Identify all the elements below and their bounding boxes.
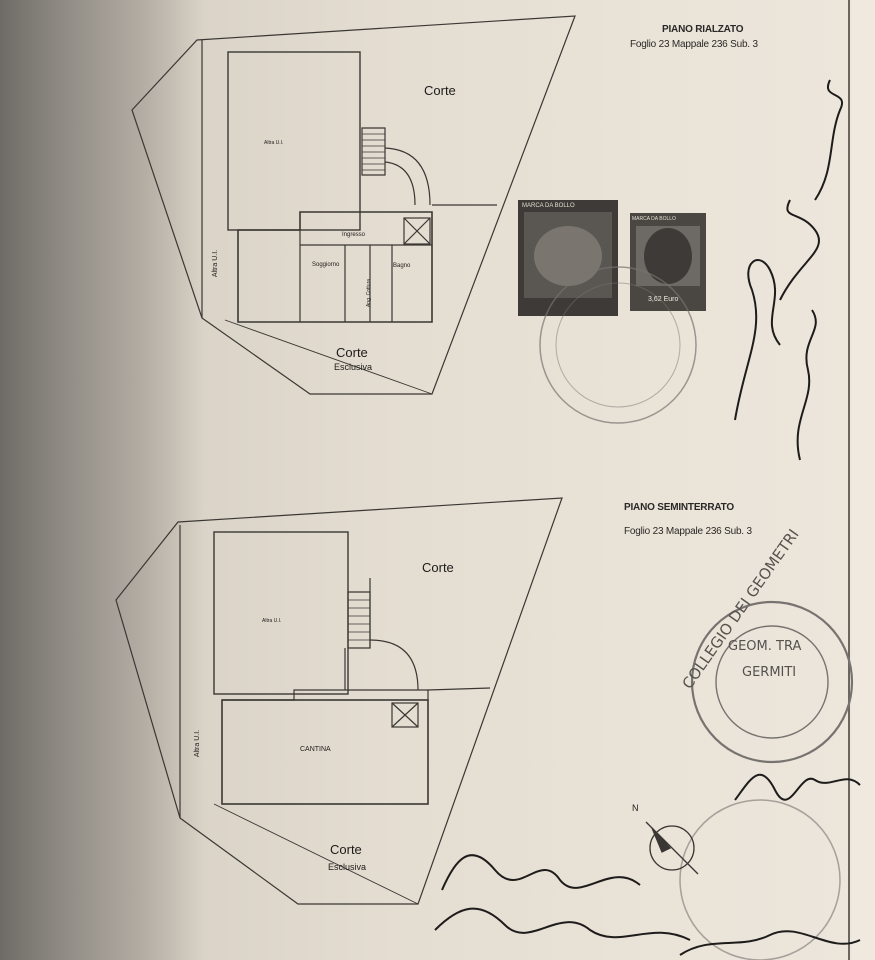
north-label: N bbox=[632, 803, 639, 813]
lower-plan-ref: Foglio 23 Mappale 236 Sub. 3 bbox=[624, 526, 752, 537]
upper-corte-top-label: Corte bbox=[424, 83, 456, 98]
lower-entry-ramp bbox=[369, 639, 419, 691]
revenue-stamps bbox=[518, 200, 706, 316]
marca-right-label: MARCA DA BOLLO bbox=[632, 216, 676, 222]
upper-plan-title: PIANO RIALZATO bbox=[662, 24, 744, 35]
north-arrow-icon bbox=[645, 821, 699, 875]
lower-cantina-walls bbox=[221, 699, 429, 805]
lower-altra-ui-label: Altra U.I. bbox=[194, 729, 202, 758]
official-seals bbox=[539, 266, 854, 960]
signature-5 bbox=[734, 773, 861, 801]
upper-entry-ramp bbox=[384, 147, 431, 206]
lower-plan-title: PIANO SEMINTERRATO bbox=[624, 502, 734, 513]
signature-2 bbox=[796, 309, 817, 461]
upper-esclusiva-label: Esclusiva bbox=[334, 362, 373, 372]
upper-bagno-label: Bagno bbox=[393, 263, 411, 269]
upper-lot-boundary bbox=[131, 15, 576, 395]
lower-esclusiva-label: Esclusiva bbox=[328, 862, 367, 872]
lower-cantina-label: CANTINA bbox=[300, 746, 331, 753]
signature-8 bbox=[679, 930, 861, 956]
upper-cottura-label: Ang. Cottura bbox=[366, 278, 373, 308]
lower-altra-ui-inner-label: Altra U.I. bbox=[262, 618, 282, 624]
signature-4 bbox=[814, 79, 843, 201]
upper-stair bbox=[361, 127, 386, 176]
page-border bbox=[848, 0, 850, 960]
upper-soggiorno-label: Soggiorno bbox=[312, 262, 340, 268]
lower-floor-plan bbox=[115, 497, 563, 905]
upper-building-altra bbox=[227, 51, 361, 231]
upper-altra-ui-label: Altra U.I. bbox=[212, 249, 220, 278]
upper-floor-plan bbox=[131, 15, 576, 395]
lower-lot-boundary bbox=[115, 497, 563, 905]
lower-corte-top-label: Corte bbox=[422, 560, 454, 575]
signature-1 bbox=[734, 259, 781, 421]
upper-plan-ref: Foglio 23 Mappale 236 Sub. 3 bbox=[630, 39, 758, 50]
collegio-seal-text: COLLEGIO DEI GEOMETRI GEOM. TRA GERMITI bbox=[679, 526, 803, 693]
marca-left-label: MARCA DA BOLLO bbox=[522, 203, 575, 209]
signatures bbox=[434, 79, 861, 956]
next-page-edge bbox=[852, 0, 875, 960]
signature-6 bbox=[441, 854, 641, 891]
lower-corte-bottom-label: Corte bbox=[330, 842, 362, 857]
svg-text:GERMITI: GERMITI bbox=[742, 665, 796, 680]
lower-building-altra bbox=[213, 531, 349, 695]
upper-altra-ui-inner-label: Altra U.I. bbox=[264, 140, 284, 146]
upper-corte-bottom-label: Corte bbox=[336, 345, 368, 360]
upper-ingresso-label: Ingresso bbox=[342, 232, 366, 238]
svg-text:GEOM. TRA: GEOM. TRA bbox=[728, 639, 801, 654]
signature-7 bbox=[434, 907, 691, 941]
marca-value-label: 3,62 Euro bbox=[648, 296, 679, 303]
signature-3 bbox=[779, 199, 821, 301]
